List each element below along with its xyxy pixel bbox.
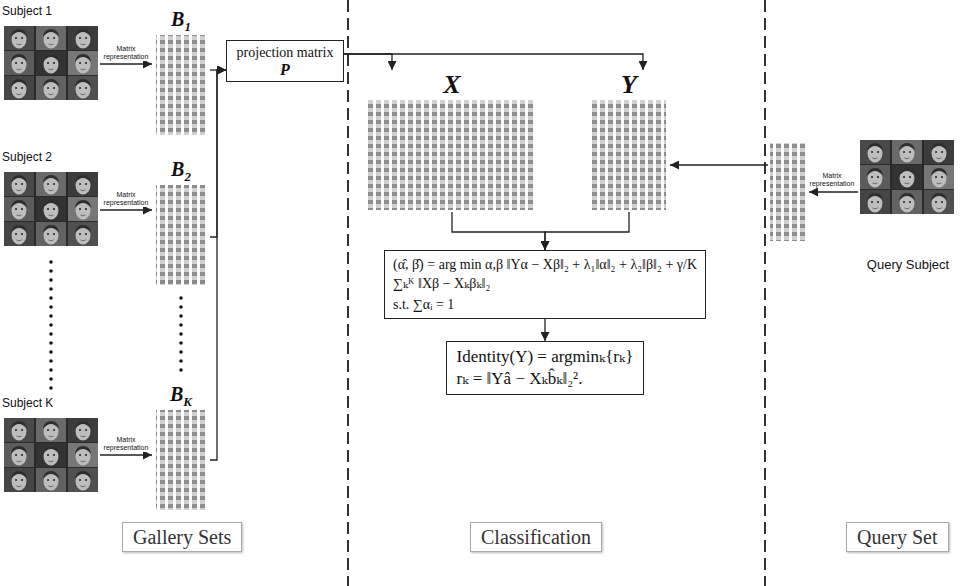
connector-arrow bbox=[545, 212, 629, 250]
box-text-line: projection matrix bbox=[237, 45, 334, 60]
subject-images: Subject K bbox=[2, 396, 100, 494]
node-text: Gallery Sets bbox=[133, 525, 231, 549]
symbol-subscript: 2 bbox=[184, 169, 191, 184]
symbol-letter: B bbox=[171, 8, 184, 30]
node-text: BK bbox=[152, 381, 210, 415]
matrix-grid bbox=[156, 185, 206, 285]
node-text: (α̂, β̂) = arg min α,β ‖Yα − Xβ‖₂ + λ₁‖α… bbox=[393, 255, 697, 293]
connector-arrow bbox=[210, 70, 226, 460]
connector-arrow bbox=[544, 319, 545, 341]
face-collage bbox=[860, 140, 954, 214]
gallery-matrix: B1 bbox=[152, 6, 210, 137]
connector-arrow bbox=[344, 54, 643, 70]
equation-box: Identity(Y) = argminₖ{rₖ}rₖ = ‖Yâ − Xₖb̂… bbox=[446, 341, 645, 395]
node-text: Y bbox=[590, 70, 668, 99]
face-collage bbox=[4, 172, 98, 246]
node-text: Query Set bbox=[857, 525, 938, 549]
annotation-label: Matrix representation bbox=[806, 172, 858, 188]
matrix-grid bbox=[592, 100, 666, 210]
node-text: s.t. ∑αᵢ = 1 bbox=[393, 295, 697, 314]
subject-images: Subject 2 bbox=[2, 150, 100, 248]
query-arrow bbox=[670, 164, 768, 165]
section-label: Query Set bbox=[846, 522, 949, 552]
equation-box: (α̂, β̂) = arg min α,β ‖Yα − Xβ‖₂ + λ₁‖α… bbox=[384, 250, 706, 319]
connector-arrow bbox=[344, 54, 392, 70]
gallery-matrix: BK bbox=[152, 381, 210, 512]
symbol-letter: B bbox=[170, 383, 183, 405]
edge-label: Matrix representation bbox=[100, 191, 152, 207]
ellipsis-dots bbox=[179, 298, 183, 376]
data-matrix: Y bbox=[590, 70, 668, 212]
node-text: projection matrix P bbox=[231, 44, 339, 78]
edge-label: Matrix representation bbox=[100, 436, 152, 452]
box-symbol: P bbox=[231, 61, 339, 78]
node-text: Subject 1 bbox=[2, 4, 100, 18]
matrix-grid bbox=[156, 410, 206, 510]
connector-arrow bbox=[210, 70, 226, 237]
ellipsis-dots bbox=[49, 262, 53, 392]
symbol-letter: B bbox=[171, 158, 184, 180]
node-text: B1 bbox=[152, 6, 210, 40]
section-divider bbox=[764, 0, 766, 586]
node-text: rₖ = ‖Yâ − Xₖb̂ₖ‖₂². bbox=[457, 368, 634, 390]
query-arrow bbox=[809, 191, 858, 192]
section-divider bbox=[347, 0, 349, 586]
node-text: Subject 2 bbox=[2, 150, 100, 164]
matrix-grid bbox=[770, 143, 806, 241]
face-collage bbox=[4, 418, 98, 492]
data-matrix: X bbox=[366, 70, 538, 212]
node-text: Subject K bbox=[2, 396, 100, 410]
node-text: Query Subject bbox=[858, 257, 958, 272]
connector-arrow bbox=[100, 63, 152, 64]
process-box: projection matrix P bbox=[226, 40, 344, 82]
edge-label: Matrix representation bbox=[100, 45, 152, 61]
connector-arrow bbox=[100, 454, 152, 455]
matrix-grid bbox=[156, 35, 206, 135]
query-image: Query Subject bbox=[858, 140, 958, 272]
node-text: Classification bbox=[481, 525, 591, 549]
gallery-matrix: B2 bbox=[152, 156, 210, 287]
section-label: Gallery Sets bbox=[122, 522, 242, 552]
node-text: B2 bbox=[152, 156, 210, 190]
node-text: X bbox=[366, 70, 538, 99]
section-label: Classification bbox=[470, 522, 602, 552]
symbol-subscript: K bbox=[183, 394, 192, 409]
connector-arrow bbox=[100, 209, 152, 210]
subject-images: Subject 1 bbox=[2, 4, 100, 102]
face-collage bbox=[4, 26, 98, 100]
connector-arrow bbox=[452, 212, 545, 250]
symbol-subscript: 1 bbox=[184, 19, 191, 34]
matrix-grid bbox=[368, 100, 536, 210]
node-text: Identity(Y) = argminₖ{rₖ} bbox=[457, 346, 634, 368]
